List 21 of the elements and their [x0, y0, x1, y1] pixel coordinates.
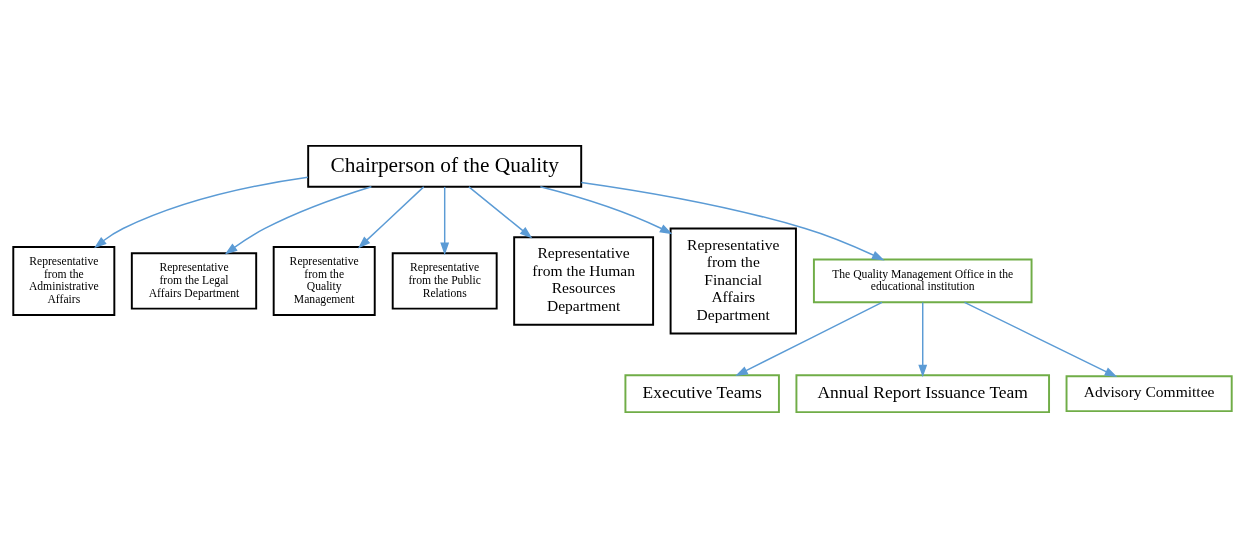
node-box: The Quality Management Office in the educational institution	[812, 258, 1033, 304]
node-box: Chairperson of the Quality	[307, 144, 583, 188]
arrow	[539, 185, 673, 235]
node-box: Annual Report Issuance Team	[795, 374, 1050, 414]
node-box: Representative from the Human Resources Department	[513, 236, 655, 326]
arrow	[440, 186, 450, 256]
arrow	[224, 186, 373, 255]
node-box: Representative from the Quality Management	[272, 245, 376, 316]
arrow	[357, 186, 425, 249]
node-box: Representative from the Public Relations	[391, 252, 498, 310]
node-box: Representative from the Administrative Affairs	[12, 245, 116, 316]
arrow	[468, 186, 533, 239]
node-box: Executive Teams	[624, 374, 780, 414]
arrow	[580, 181, 885, 261]
arrow	[94, 176, 309, 249]
arrow	[735, 301, 883, 377]
node-box: Representative from the Financial Affairs Department	[669, 227, 797, 335]
node-box: Advisory Committee	[1065, 375, 1233, 413]
arrow	[918, 301, 928, 378]
arrow	[963, 301, 1118, 378]
node-box: Representative from the Legal Affairs Department	[130, 252, 258, 310]
